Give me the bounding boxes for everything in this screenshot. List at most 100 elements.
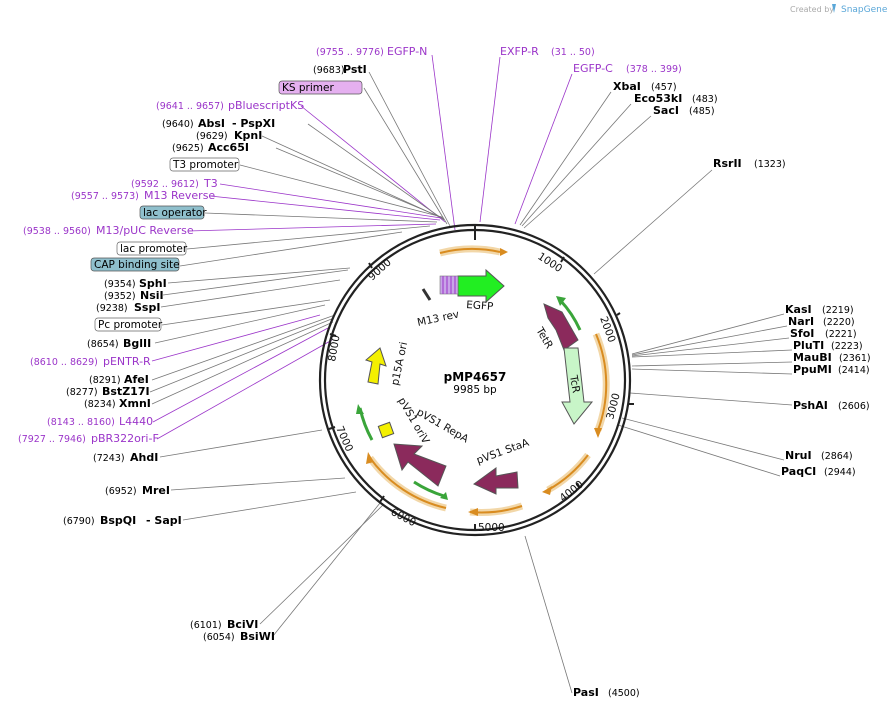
t3-label: T3 xyxy=(203,177,218,190)
eco53ki-pos: (483) xyxy=(692,94,718,105)
lac-promoter-box xyxy=(116,241,187,256)
pvs1-staa-label: pVS1 StaA xyxy=(475,436,531,466)
m13-puc-reverse-pos: (9538 .. 9560) xyxy=(23,226,91,237)
snapgene-logo-icon xyxy=(832,4,836,13)
right-labels: EXFP-R (31 .. 50) EGFP-C (378 .. 399) Xb… xyxy=(500,45,871,699)
pvs1-oriv-block xyxy=(377,421,395,439)
pluti-label: PluTI xyxy=(793,339,824,352)
lac-operator-label: lac operator xyxy=(143,207,207,219)
ahdi-pos: (7243) xyxy=(93,453,125,464)
maubi-pos: (2361) xyxy=(839,353,871,364)
xbai-label: XbaI xyxy=(613,80,641,93)
saci-pos: (485) xyxy=(689,106,715,117)
pluti-pos: (2223) xyxy=(831,341,863,352)
acc65i-pos: (9625) xyxy=(172,143,204,154)
orange-arrowheads xyxy=(366,248,602,516)
lac-promoter-label: lac promoter xyxy=(120,243,188,255)
tick-label-8000: 8000 xyxy=(326,334,342,362)
exfp-r-pos: (31 .. 50) xyxy=(551,47,595,58)
pbr322ori-f-label: pBR322ori-F xyxy=(91,432,159,445)
tick-label-6000: 6000 xyxy=(389,506,418,529)
sfoi-label: SfoI xyxy=(790,327,814,340)
watermark-text: Created by xyxy=(790,5,834,14)
paqci-pos: (2944) xyxy=(824,467,856,478)
pc-promoter-box xyxy=(94,317,162,332)
afei-pos: (8291) xyxy=(89,375,121,386)
mrei-label: MreI xyxy=(142,484,170,497)
egfp-n-label: EGFP-N xyxy=(387,45,427,58)
nrui-label: NruI xyxy=(785,449,812,462)
rsrii-pos: (1323) xyxy=(754,159,786,170)
kpni-label: KpnI xyxy=(234,129,262,142)
bglii-label: BglII xyxy=(123,337,151,350)
snapgene-logo: SnapGene xyxy=(841,5,888,15)
mrei-pos: (6952) xyxy=(105,486,137,497)
m13-reverse-label: M13 Reverse xyxy=(144,189,215,202)
pentr-r-label: pENTR-R xyxy=(103,355,151,368)
sapi-label: - SapI xyxy=(146,514,182,527)
lac-operator-box xyxy=(139,205,205,220)
tetr-label: TetR xyxy=(533,325,555,351)
bstz17i-label: BstZ17I xyxy=(102,385,150,398)
nari-label: NarI xyxy=(788,315,814,328)
pbr322ori-f-pos: (7927 .. 7946) xyxy=(18,434,86,445)
m13-puc-reverse-label: M13/pUC Reverse xyxy=(96,224,194,237)
acc65i-label: Acc65I xyxy=(208,141,249,154)
ppumi-pos: (2414) xyxy=(838,365,870,376)
tcr-label: TcR xyxy=(567,373,582,394)
xbai-pos: (457) xyxy=(651,82,677,93)
tcr-arrow xyxy=(561,347,594,425)
cap-binding-site-box xyxy=(90,257,180,272)
t3-pos: (9592 .. 9612) xyxy=(131,179,199,190)
green-thin-arrowheads xyxy=(356,296,566,500)
bsiwi-pos: (6054) xyxy=(203,632,235,643)
saci-label: SacI xyxy=(653,104,679,117)
tetr-arrow xyxy=(543,303,579,351)
pbluescriptks-label: pBluescriptKS xyxy=(228,99,304,112)
eco53ki-label: Eco53kI xyxy=(634,92,682,105)
m13-reverse-pos: (9557 .. 9573) xyxy=(71,191,139,202)
kasi-pos: (2219) xyxy=(822,305,854,316)
xmni-label: XmnI xyxy=(119,397,151,410)
sspi-pos: (9238) xyxy=(96,303,128,314)
nsii-label: NsiI xyxy=(140,289,164,302)
bcivi-pos: (6101) xyxy=(190,620,222,631)
ks-primer-label: KS primer xyxy=(282,82,334,94)
ahdi-label: AhdI xyxy=(130,451,158,464)
sphi-label: SphI xyxy=(139,277,167,290)
sspi-label: SspI xyxy=(134,301,160,314)
pasi-label: PasI xyxy=(573,686,599,699)
leader-lines xyxy=(149,54,793,694)
psti-label: PstI xyxy=(343,63,367,76)
bcivi-label: BciVI xyxy=(227,618,258,631)
absi-pos: (9640) xyxy=(162,119,194,130)
pshai-pos: (2606) xyxy=(838,401,870,412)
egfp-n-pos: (9755 .. 9776) xyxy=(316,47,384,58)
t3-promoter-label: T3 promoter xyxy=(172,159,239,171)
pbluescriptks-pos: (9641 .. 9657) xyxy=(156,101,224,112)
m13-rev-label: M13 rev xyxy=(416,308,460,329)
egfp-c-label: EGFP-C xyxy=(573,62,613,75)
cap-binding-site-label: CAP binding site xyxy=(94,259,180,271)
kpni-pos: (9629) xyxy=(196,131,228,142)
ks-primer-box xyxy=(278,80,363,95)
left-labels: (9755 .. 9776) EGFP-N (9683) PstI KS pri… xyxy=(18,45,427,643)
egfp-arrow xyxy=(457,268,505,304)
p15a-ori-label: p15A ori xyxy=(389,341,410,387)
pshai-label: PshAI xyxy=(793,399,828,412)
nari-pos: (2220) xyxy=(823,317,855,328)
mcs-block xyxy=(439,275,459,295)
l4440-pos: (8143 .. 8160) xyxy=(47,417,115,428)
afei-label: AfeI xyxy=(124,373,149,386)
bspqi-pos: (6790) xyxy=(63,516,95,527)
ppumi-label: PpuMI xyxy=(793,363,832,376)
pentr-r-pos: (8610 .. 8629) xyxy=(30,357,98,368)
exfp-r-label: EXFP-R xyxy=(500,45,539,58)
tick-label-9000: 9000 xyxy=(366,256,394,283)
m13-rev-marker xyxy=(421,288,432,301)
psti-pos: (9683) xyxy=(313,65,345,76)
t3-promoter-box xyxy=(169,157,240,172)
xmni-pos: (8234) xyxy=(84,399,116,410)
rsrii-label: RsrII xyxy=(713,157,742,170)
